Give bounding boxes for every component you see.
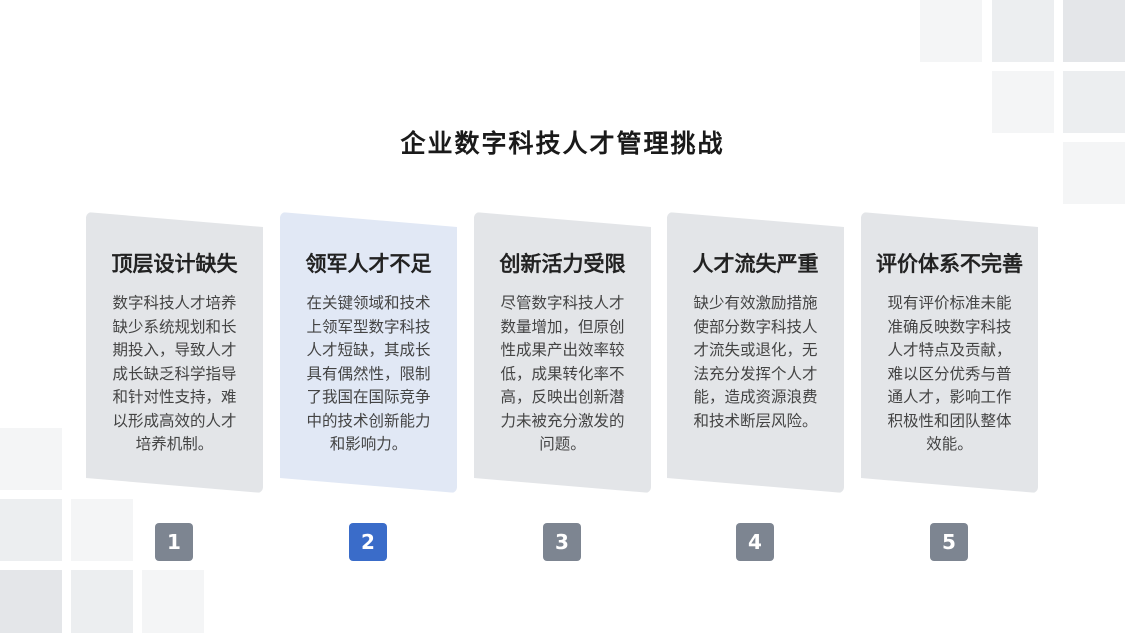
card-title: 人才流失严重 — [692, 252, 819, 276]
number-badge-5[interactable]: 5 — [930, 523, 968, 561]
card-body: 在关键领域和技术上领军型数字科技人才短缺，其成长具有偶然性，限制了我国在国际竞争… — [306, 294, 431, 453]
challenge-card-5: 评价体系不完善 现有评价标准未能准确反映数字科技人才特点及贡献，难以区分优秀与普… — [861, 212, 1038, 493]
number-badge-1[interactable]: 1 — [155, 523, 193, 561]
card-body: 现有评价标准未能准确反映数字科技人才特点及贡献，难以区分优秀与普通人才，影响工作… — [887, 294, 1012, 453]
page-title: 企业数字科技人才管理挑战 — [400, 129, 725, 158]
card-body: 数字科技人才培养缺少系统规划和长期投入，导致人才成长缺乏科学指导和针对性支持，难… — [112, 294, 237, 453]
decor-squares-top-right — [920, 0, 1125, 205]
number-badge-3[interactable]: 3 — [543, 523, 581, 561]
card-title: 创新活力受限 — [499, 252, 626, 276]
card-title: 领军人才不足 — [305, 252, 432, 276]
challenge-card-4: 人才流失严重 缺少有效激励措施使部分数字科技人才流失或退化，无法充分发挥个人才能… — [667, 212, 844, 493]
challenge-card-1: 顶层设计缺失 数字科技人才培养缺少系统规划和长期投入，导致人才成长缺乏科学指导和… — [86, 212, 263, 493]
card-title: 顶层设计缺失 — [111, 252, 238, 276]
card-title: 评价体系不完善 — [876, 252, 1023, 276]
number-badge-2[interactable]: 2 — [349, 523, 387, 561]
number-badge-4[interactable]: 4 — [736, 523, 774, 561]
decor-squares-bottom-left — [0, 428, 205, 633]
challenge-card-3: 创新活力受限 尽管数字科技人才数量增加，但原创性成果产出效率较低，成果转化率不高… — [474, 212, 651, 493]
card-body: 尽管数字科技人才数量增加，但原创性成果产出效率较低，成果转化率不高，反映出创新潜… — [500, 294, 625, 453]
card-body: 缺少有效激励措施使部分数字科技人才流失或退化，无法充分发挥个人才能，造成资源浪费… — [693, 294, 818, 430]
challenge-card-2: 领军人才不足 在关键领域和技术上领军型数字科技人才短缺，其成长具有偶然性，限制了… — [280, 212, 457, 493]
